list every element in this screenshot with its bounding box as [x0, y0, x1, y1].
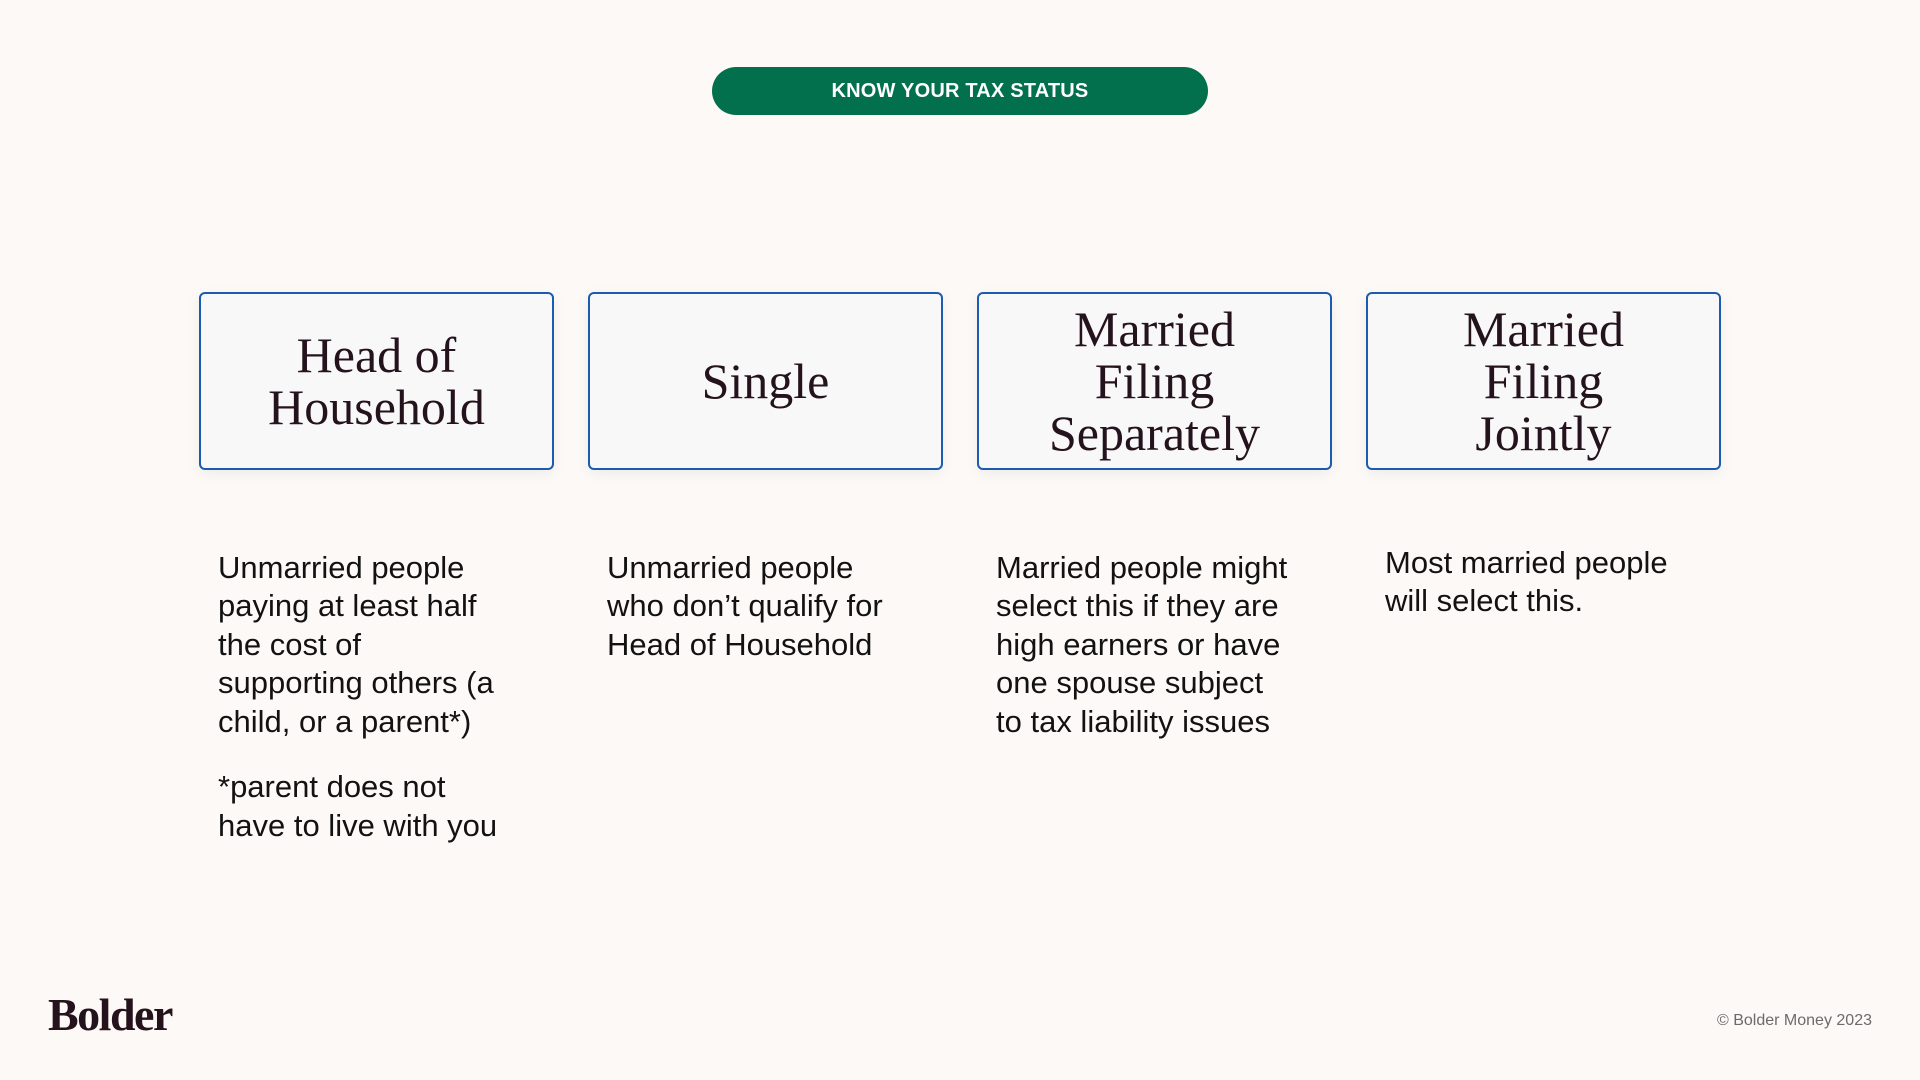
status-description-single: Unmarried people who don’t qualify for H… — [607, 510, 937, 664]
copyright-text: © Bolder Money 2023 — [1717, 1012, 1872, 1029]
section-title-pill: KNOW YOUR TAX STATUS — [712, 67, 1208, 115]
description-text: Unmarried people who don’t qualify for H… — [607, 549, 883, 662]
bolder-logo: Bolder — [48, 989, 173, 1040]
status-card-head-of-household: Head of Household — [199, 292, 554, 470]
section-title: KNOW YOUR TAX STATUS — [831, 79, 1089, 102]
status-description-married-filing-jointly: Most married people will select this. — [1385, 505, 1715, 621]
status-card-married-filing-jointly: Married Filing Jointly — [1366, 292, 1721, 470]
description-text: Unmarried people paying at least half th… — [218, 549, 494, 739]
status-description-head-of-household: Unmarried people paying at least half th… — [218, 510, 548, 884]
status-card-title: Married Filing Jointly — [1462, 301, 1625, 461]
status-card-title: Single — [701, 353, 830, 409]
description-text: Most married people will select this. — [1385, 544, 1668, 619]
status-card-title: Head of Household — [268, 327, 485, 435]
description-text: Married people might select this if they… — [996, 549, 1288, 739]
footnote-text: *parent does not have to live with you — [218, 769, 498, 843]
status-card-married-filing-separately: Married Filing Separately — [977, 292, 1332, 470]
status-card-single: Single — [588, 292, 943, 470]
status-description-married-filing-separately: Married people might select this if they… — [996, 510, 1326, 741]
status-card-title: Married Filing Separately — [1048, 301, 1260, 461]
